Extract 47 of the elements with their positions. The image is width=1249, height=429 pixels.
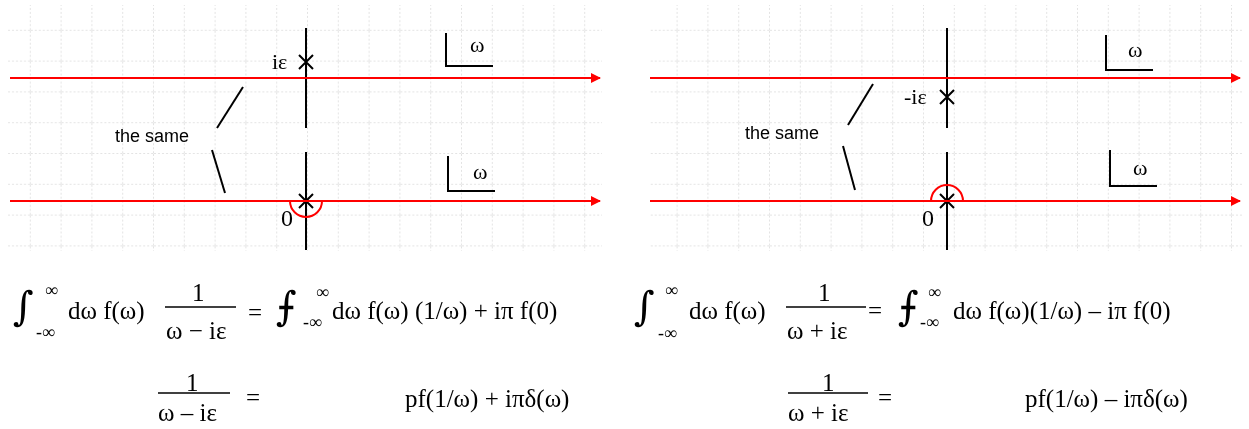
equation-term: dω f(ω) — [68, 297, 145, 323]
equals-sign: = — [248, 299, 263, 325]
callout-text: the same — [745, 124, 820, 142]
equation-term: dω f(ω)(1/ω) – iπ f(0) — [953, 297, 1171, 323]
contour-arrow — [649, 73, 1241, 83]
contour-arrow — [649, 184, 1241, 206]
denominator: ω − iε — [166, 317, 227, 343]
equation-term: dω f(ω) (1/ω) + iπ f(0) — [332, 297, 558, 323]
pole-label: iε — [272, 51, 288, 73]
upper-limit: ∞ — [316, 283, 329, 301]
numerator: 1 — [822, 369, 835, 395]
equation-term: pf(1/ω) + iπδ(ω) — [405, 385, 570, 411]
lower-limit: -∞ — [658, 324, 677, 342]
axis-label: ω — [1128, 39, 1143, 61]
contour-arrow — [9, 73, 601, 83]
equals-sign: = — [878, 384, 893, 410]
equals-sign: = — [868, 297, 883, 323]
integral-sign: ⨍ — [898, 286, 919, 326]
leader-line — [842, 145, 856, 191]
axis-label: ω — [473, 161, 488, 183]
leader-line — [847, 83, 874, 126]
integral-sign: ∫ — [634, 286, 655, 326]
denominator: ω – iε — [158, 399, 217, 425]
equation-term: pf(1/ω) – iπδ(ω) — [1025, 385, 1188, 411]
numerator: 1 — [818, 279, 831, 305]
axis-label: ω — [1133, 157, 1148, 179]
equation-term: dω f(ω) — [689, 297, 766, 323]
upper-limit: ∞ — [665, 281, 678, 299]
upper-limit: ∞ — [45, 281, 58, 299]
pole-label: -iε — [904, 86, 927, 108]
integral-sign: ∫ — [13, 286, 34, 326]
leader-line — [216, 86, 244, 129]
origin-label: 0 — [281, 206, 293, 230]
equals-sign: = — [246, 384, 261, 410]
denominator: ω + iε — [787, 317, 848, 343]
axis-label: ω — [470, 34, 485, 56]
numerator: 1 — [192, 279, 205, 305]
upper-limit: ∞ — [928, 283, 941, 301]
callout-text: the same — [115, 127, 190, 145]
lower-limit: -∞ — [36, 323, 55, 341]
numerator: 1 — [186, 369, 199, 395]
lower-limit: -∞ — [303, 313, 322, 331]
origin-label: 0 — [922, 206, 934, 230]
denominator: ω + iε — [788, 399, 849, 425]
integral-sign: ⨍ — [276, 286, 297, 326]
lower-limit: -∞ — [920, 313, 939, 331]
leader-line — [211, 149, 226, 194]
